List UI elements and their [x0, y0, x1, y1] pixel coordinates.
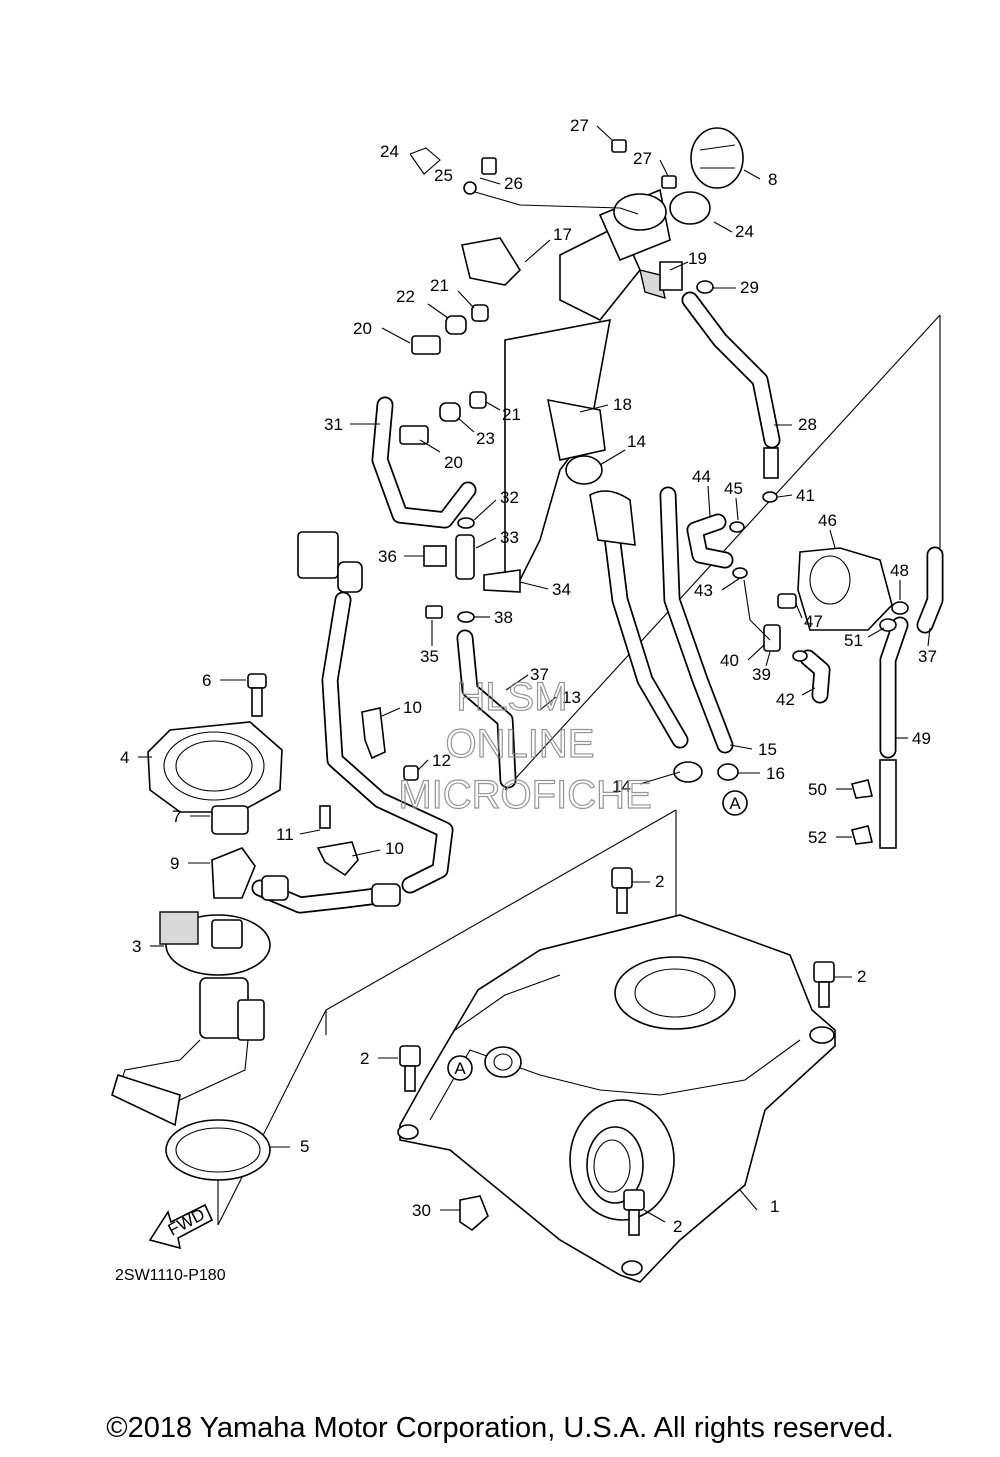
callout-14: 14	[612, 777, 631, 796]
callout-49: 49	[912, 729, 931, 748]
callout-37: 37	[530, 665, 549, 684]
callout-31: 31	[324, 415, 343, 434]
filler-neck	[461, 127, 744, 749]
callout-26: 26	[504, 174, 523, 193]
callout-11: 11	[276, 825, 294, 844]
callout-14: 14	[627, 432, 646, 451]
callout-23: 23	[476, 429, 495, 448]
callout-47: 47	[804, 612, 823, 631]
callout-2: 2	[360, 1049, 369, 1068]
callout-29: 29	[740, 278, 759, 297]
callout-44: 44	[692, 467, 711, 486]
callout-48: 48	[890, 561, 909, 580]
callout-24: 24	[735, 222, 754, 241]
callout-19: 19	[688, 249, 707, 268]
fuel-pump-assembly	[111, 673, 283, 1181]
callout-38: 38	[494, 608, 513, 627]
callout-45: 45	[724, 479, 743, 498]
callout-33: 33	[500, 528, 519, 547]
callout-8: 8	[768, 170, 777, 189]
callout-41: 41	[796, 486, 815, 505]
canister-assembly	[729, 491, 909, 845]
svg-text:MICROFICHE: MICROFICHE	[398, 773, 651, 817]
callout-20: 20	[353, 319, 372, 338]
callout-9: 9	[170, 854, 179, 873]
callout-24: 24	[380, 142, 399, 161]
watermark: HLSM ONLINE MICROFICHE	[398, 674, 653, 817]
drawing-code: 2SW1110-P180	[115, 1267, 226, 1284]
callout-30: 30	[412, 1201, 431, 1220]
callout-27: 27	[633, 149, 652, 168]
callout-51: 51	[844, 631, 863, 650]
svg-text:A: A	[729, 794, 741, 813]
tank-mount-bolts	[399, 867, 835, 1236]
callout-42: 42	[776, 690, 795, 709]
callout-50: 50	[808, 780, 827, 799]
copyright-notice: ©2018 Yamaha Motor Corporation, U.S.A. A…	[106, 1412, 894, 1444]
callout-1: 1	[770, 1197, 779, 1216]
callout-2: 2	[857, 967, 866, 986]
clamps	[316, 455, 739, 1232]
callout-3: 3	[132, 937, 141, 956]
callout-32: 32	[500, 488, 519, 507]
callout-12: 12	[432, 751, 451, 770]
forward-direction-arrow: FWD	[148, 1203, 214, 1250]
callout-17: 17	[553, 225, 572, 244]
callout-13: 13	[562, 688, 581, 707]
fuel-hoses	[251, 291, 944, 914]
callout-2: 2	[673, 1217, 682, 1236]
callout-36: 36	[378, 547, 397, 566]
callout-labels: 1 2 2 2 2 2 3 4 5 6 7 8 9 10 10 11 12 13…	[120, 116, 937, 1236]
callout-34: 34	[552, 580, 571, 599]
callout-16: 16	[766, 764, 785, 783]
callout-6: 6	[202, 671, 211, 690]
svg-text:ONLINE: ONLINE	[446, 722, 595, 766]
callout-25: 25	[434, 166, 453, 185]
leader-lines	[138, 125, 931, 1223]
callout-52: 52	[808, 828, 827, 847]
callout-37: 37	[918, 647, 937, 666]
callout-20: 20	[444, 453, 463, 472]
callout-7: 7	[172, 807, 181, 826]
callout-43: 43	[694, 581, 713, 600]
callout-15: 15	[758, 740, 777, 759]
callout-22: 22	[396, 287, 415, 306]
callout-21: 21	[430, 276, 449, 295]
callout-18: 18	[613, 395, 632, 414]
callout-39: 39	[752, 665, 771, 684]
callout-28: 28	[798, 415, 817, 434]
callout-5: 5	[300, 1137, 309, 1156]
callout-35: 35	[420, 647, 439, 666]
callout-40: 40	[720, 651, 739, 670]
parts-exploded-diagram: A A FWD	[111, 116, 944, 1284]
reference-marker-tank: A	[447, 1055, 473, 1081]
svg-text:A: A	[454, 1059, 466, 1078]
svg-text:HLSM: HLSM	[456, 675, 567, 719]
callout-4: 4	[120, 748, 129, 767]
callout-46: 46	[818, 511, 837, 530]
callout-27: 27	[570, 116, 589, 135]
callout-10: 10	[403, 698, 422, 717]
callout-10: 10	[385, 839, 404, 858]
fuel-tank	[397, 914, 836, 1283]
callout-21: 21	[502, 405, 521, 424]
fittings	[399, 280, 714, 623]
callout-2: 2	[655, 872, 664, 891]
reference-marker-upper: A	[722, 790, 748, 816]
